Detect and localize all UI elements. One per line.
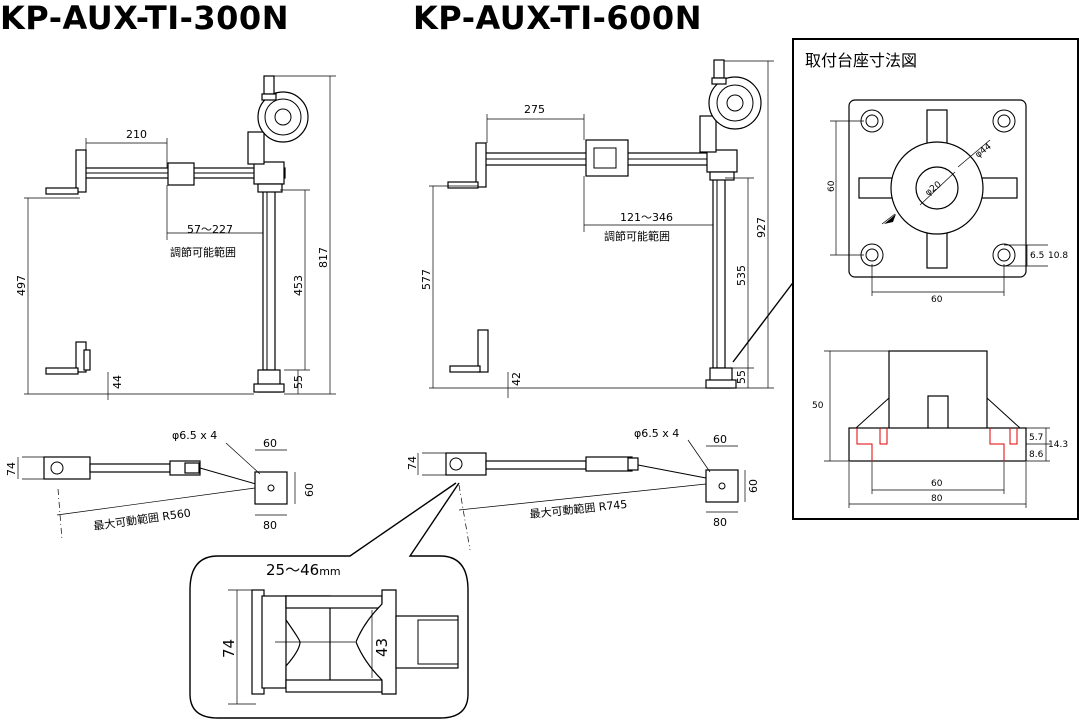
mount-side-total: 14.3 bbox=[1048, 440, 1068, 450]
model-300-adjust-dim: 57～227 bbox=[187, 223, 233, 236]
mount-side-height: 50 bbox=[812, 401, 824, 411]
model-300-side-view bbox=[24, 75, 336, 400]
clamp-range-label: 25～46mm bbox=[266, 561, 341, 579]
model-300-base-dim: 55 bbox=[292, 375, 305, 389]
model-600-upper-bracket bbox=[475, 142, 487, 188]
mount-side-width: 80 bbox=[931, 494, 943, 504]
model-300-adjust-label: 調節可能範囲 bbox=[170, 245, 236, 259]
model-300-hole-label: φ6.5 x 4 bbox=[172, 429, 217, 442]
model-600-radius-label: 最大可動範囲 R745 bbox=[529, 497, 628, 521]
model-300-upper-bracket bbox=[75, 149, 87, 193]
model-300-top-view: φ6.5 x 4 60 60 80 74 最大可動範囲 R560 bbox=[5, 429, 316, 541]
model-300-plate-side: 60 bbox=[303, 483, 316, 497]
model-300-left-height: 497 bbox=[15, 275, 28, 296]
mount-leader-line bbox=[732, 275, 799, 363]
model-300-plate-top: 60 bbox=[263, 437, 277, 450]
clamp-inner-dim: 43 bbox=[373, 638, 391, 657]
model-300-pole-height: 453 bbox=[292, 275, 305, 296]
model-600-pole bbox=[712, 177, 726, 369]
mount-side-pitch: 60 bbox=[931, 479, 943, 489]
mount-pitch-vertical: 60 bbox=[827, 180, 837, 192]
model-300-arm-joint bbox=[167, 162, 195, 186]
mount-side-base bbox=[848, 427, 1027, 462]
mount-side-lower: 8.6 bbox=[1029, 450, 1044, 460]
model-600-labels: 275 121～346 調節可能範囲 927 535 577 55 42 bbox=[420, 103, 799, 386]
model-300-arm-dim: 210 bbox=[126, 128, 147, 141]
model-600-adjust-dim: 121～346 bbox=[620, 211, 673, 224]
model-300-pole bbox=[262, 189, 276, 371]
model-600-plate-top: 60 bbox=[713, 433, 727, 446]
clamp-detail-callout: 25～46mm 74 43 bbox=[189, 482, 469, 719]
model-600-pole-height: 535 bbox=[735, 265, 748, 286]
model-600-mount-plate bbox=[705, 469, 739, 503]
model-600-base-dim: 55 bbox=[735, 370, 748, 384]
mount-dimension-panel: 取付台座寸法図 φ44 φ20 60 60 6.5 10.8 bbox=[792, 38, 1079, 520]
model-600-adjust-label: 調節可能範囲 bbox=[604, 229, 670, 243]
model-600-total-height: 927 bbox=[755, 217, 768, 238]
model-600-head-mount bbox=[699, 115, 717, 153]
model-600-bracket-dim: 42 bbox=[510, 372, 523, 386]
model-600-arm-dim: 275 bbox=[524, 103, 545, 116]
model-600-lower-bracket bbox=[477, 329, 489, 373]
model-600-left-height: 577 bbox=[420, 269, 433, 290]
model-300-labels: 210 57～227 調節可能範囲 817 453 497 55 44 bbox=[15, 128, 330, 389]
model-600-clamp-top bbox=[445, 452, 487, 476]
mount-hole-offset: 6.5 bbox=[1030, 251, 1044, 261]
model-300-head-mount bbox=[247, 131, 265, 165]
model-600-title: KP-AUX-TI-600N bbox=[413, 0, 702, 37]
mount-side-upper: 5.7 bbox=[1029, 433, 1043, 443]
clamp-height-dim: 74 bbox=[220, 639, 238, 658]
model-300-title: KP-AUX-TI-300N bbox=[0, 0, 289, 37]
model-600-hole-label: φ6.5 x 4 bbox=[634, 427, 679, 440]
mount-hole-edge: 10.8 bbox=[1048, 251, 1068, 261]
model-600-side-view bbox=[429, 59, 774, 398]
model-600-plate-side: 60 bbox=[747, 479, 760, 493]
model-600-top-view: φ6.5 x 4 60 60 80 74 最大可動範囲 R745 bbox=[406, 427, 760, 551]
model-300-mount-plate bbox=[254, 471, 288, 505]
model-600-clamp-dim: 74 bbox=[406, 456, 419, 470]
model-300-bracket-dim: 44 bbox=[111, 375, 124, 389]
model-300-clamp-dim: 74 bbox=[5, 462, 18, 476]
model-300-radius-label: 最大可動範囲 R560 bbox=[92, 505, 191, 533]
model-600-arm-joint bbox=[585, 139, 629, 177]
clamp-detail-frame bbox=[189, 482, 469, 719]
mount-panel-title: 取付台座寸法図 bbox=[805, 51, 917, 70]
mount-pitch-horizontal: 60 bbox=[931, 295, 943, 305]
model-300-plate-bottom: 80 bbox=[263, 519, 277, 532]
model-300-total-height: 817 bbox=[317, 247, 330, 268]
model-600-plate-bottom: 80 bbox=[713, 516, 727, 529]
